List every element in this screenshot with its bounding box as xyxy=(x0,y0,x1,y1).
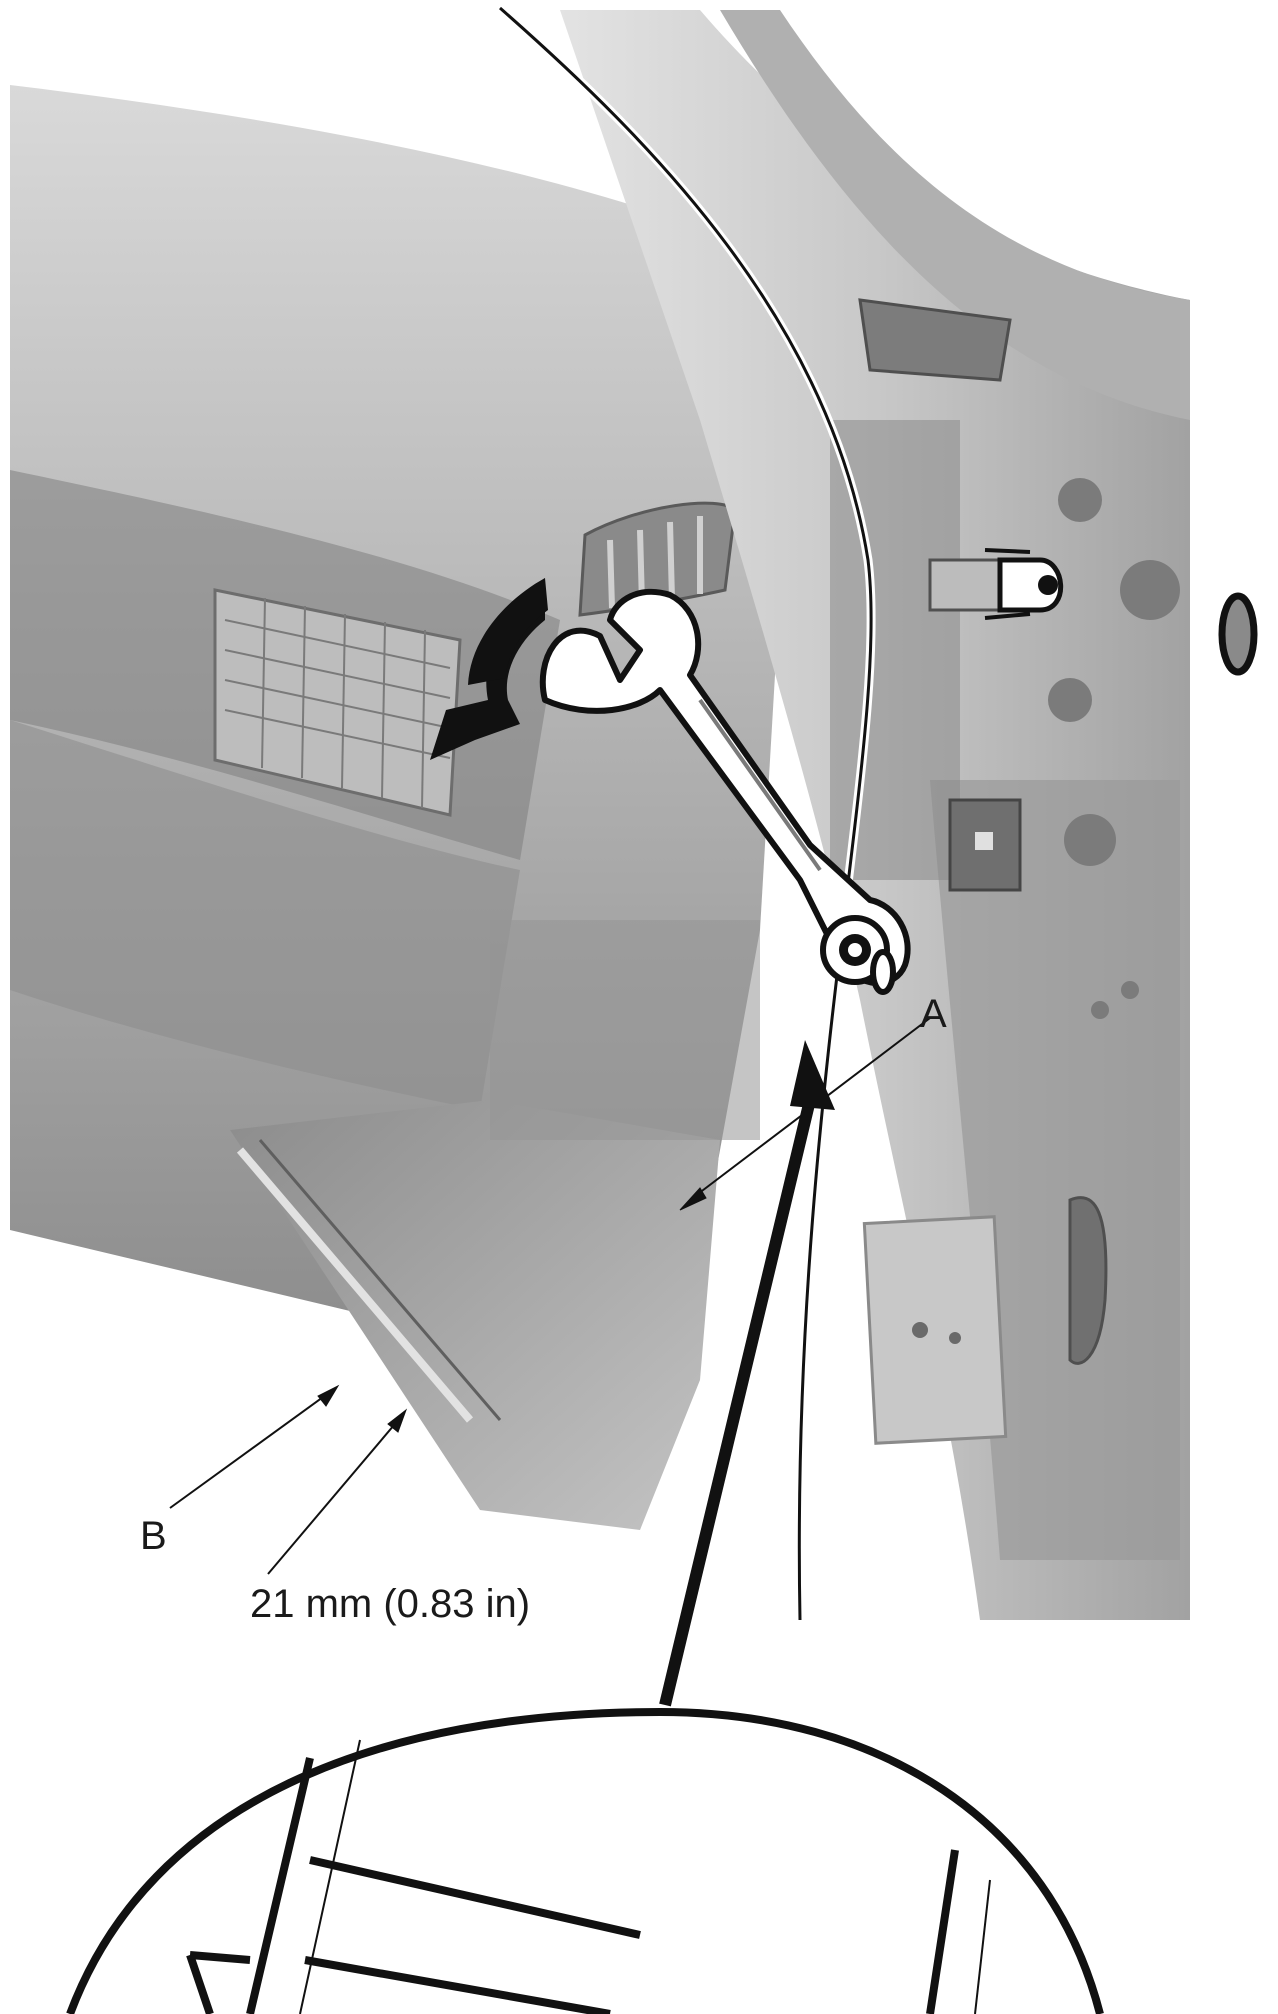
detail-circle-icon xyxy=(66,1707,1104,2014)
detail-pointer-arrow xyxy=(659,1040,835,1707)
dimension-label: 21 mm (0.83 in) xyxy=(250,1582,531,1626)
center-air-vent xyxy=(213,588,462,817)
washer-icon-small xyxy=(870,949,896,995)
clip-icon xyxy=(928,548,1064,620)
wrench-icon xyxy=(539,588,911,987)
weatherstrip-line-outline xyxy=(499,6,873,1621)
curved-arrow-icon xyxy=(430,578,548,760)
callout-label-b: B xyxy=(140,1514,167,1558)
washer-icon xyxy=(1218,592,1258,676)
callout-leaders xyxy=(169,1017,931,1575)
callout-label-a: A xyxy=(920,992,947,1036)
door-pillar xyxy=(560,10,1190,1620)
